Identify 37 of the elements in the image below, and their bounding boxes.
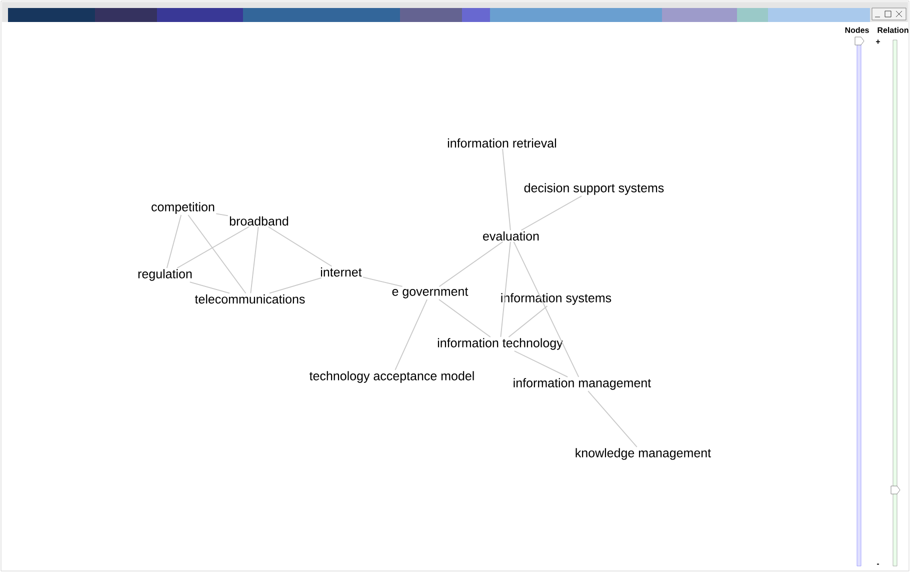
node-label: competition [152,202,214,214]
connector-line [269,277,322,294]
connector-line [188,214,246,294]
slider-label: Nodes [845,27,869,33]
connector-line [438,299,491,338]
connector-line [268,226,332,267]
node-label: technology acceptance model [310,371,474,383]
node-label: e government [392,288,468,298]
connector-line [508,306,548,338]
connector-line [216,213,228,216]
connector-line [500,241,511,338]
node-label: regulation [138,269,192,281]
connector-line [166,214,182,268]
node-label: information retrieval [448,138,556,148]
node-label: information technology [438,338,563,350]
node-label: telecommunications [194,294,305,304]
connector-line [520,196,582,231]
connector-line [513,241,580,378]
node-label: evaluation [483,231,539,241]
connector-line [250,226,259,294]
node-label: information management [514,378,652,390]
connector-line [362,276,403,287]
slider-label: + [876,40,880,44]
slider-label: - [876,564,879,565]
node-label: decision support systems [524,183,664,195]
connector-line [189,282,230,294]
node-label: information systems [501,293,612,305]
connector-line [438,241,504,287]
node-label: internet [321,267,362,277]
connector-line [588,390,638,448]
connector-line [176,226,250,268]
connector-line [502,148,511,231]
slider-label: Relation [878,27,908,33]
node-label: knowledge management [576,448,711,460]
connector-line [514,350,568,378]
node-label: broadband [230,216,288,226]
connector-line [394,299,428,370]
